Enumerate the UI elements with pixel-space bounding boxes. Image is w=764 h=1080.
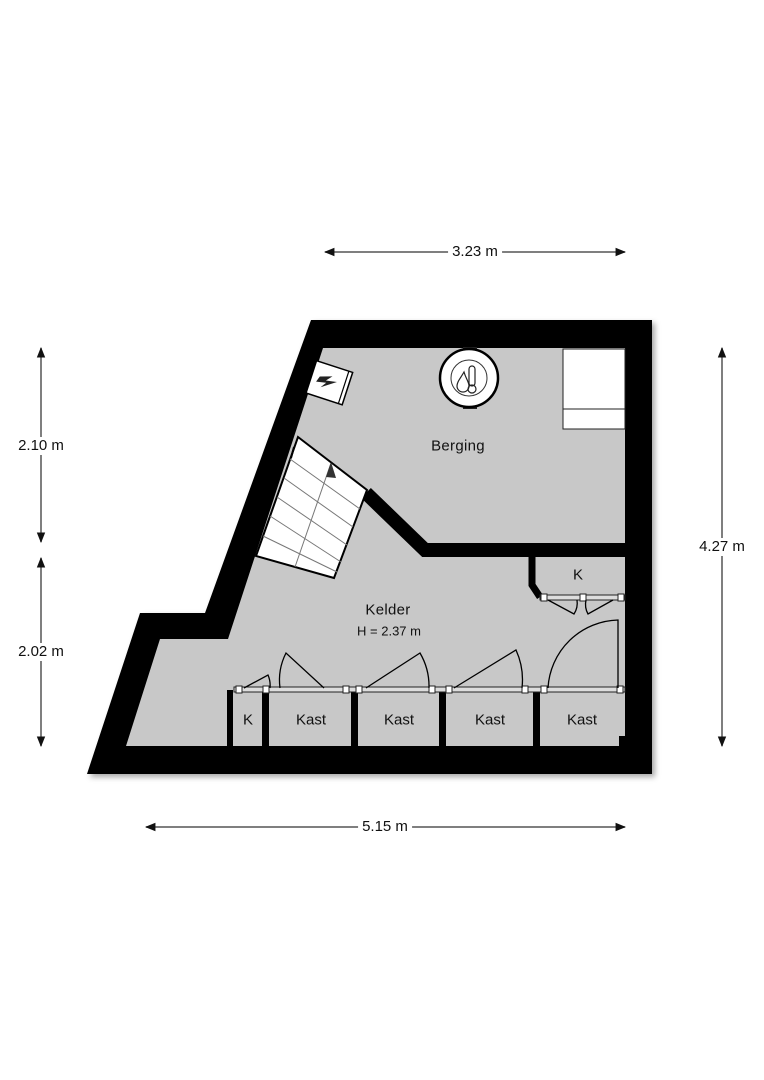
- dimension-bottom: 5.15 m: [358, 818, 412, 836]
- room-label-kast-3: Kast: [474, 711, 506, 729]
- kast-partitions: [227, 690, 625, 746]
- room-label-kelder: Kelder: [365, 601, 411, 619]
- stairs: [254, 435, 369, 580]
- door-swings: [243, 599, 619, 689]
- closet-k-wall: [528, 550, 543, 599]
- room-label-closet-k-left: K: [242, 711, 254, 729]
- counter: [562, 348, 626, 430]
- stairs-up-arrow-icon: [326, 462, 336, 478]
- boiler-thermometer-drop-icon: [438, 347, 500, 409]
- room-label-kast-1: Kast: [295, 711, 327, 729]
- room-label-berging: Berging: [431, 437, 485, 455]
- room-label-kast-4: Kast: [566, 711, 598, 729]
- room-label-closet-k-right: K: [572, 566, 584, 584]
- meter-box-electric-icon: [305, 359, 354, 406]
- floor: [126, 348, 625, 746]
- dimension-left-upper: 2.10 m: [14, 437, 68, 455]
- dimension-left-lower: 2.02 m: [14, 643, 68, 661]
- dimension-top: 3.23 m: [448, 243, 502, 261]
- dimension-right: 4.27 m: [695, 538, 749, 556]
- room-height-kelder: H = 2.37 m: [357, 623, 421, 639]
- interior-wall-diagonal: [361, 487, 630, 557]
- room-label-kast-2: Kast: [383, 711, 415, 729]
